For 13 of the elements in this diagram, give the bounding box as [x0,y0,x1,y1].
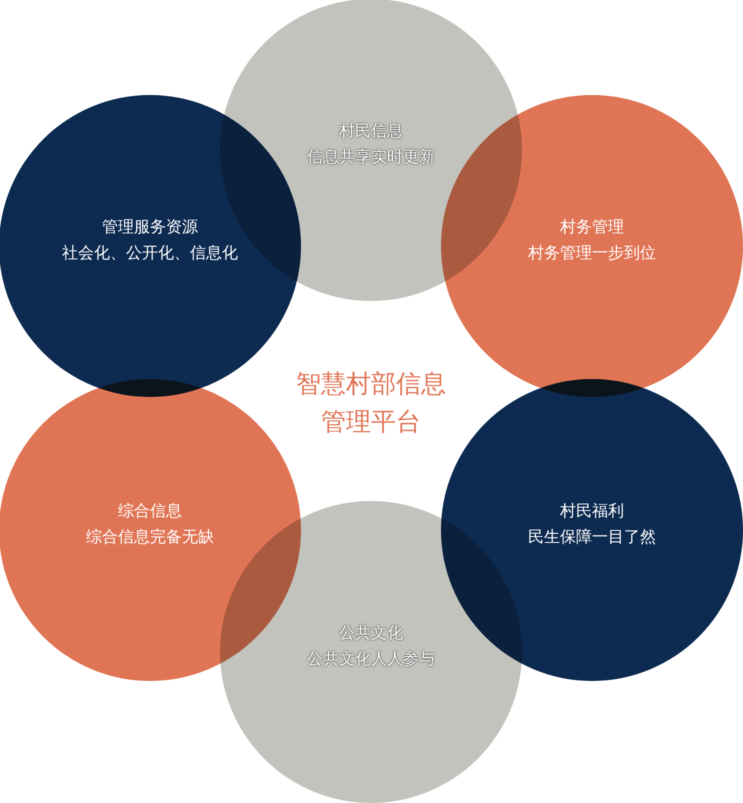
circle-text: 村务管理一步到位 [528,242,656,264]
circle-text: 信息共享实时更新 [307,146,435,168]
circle-text: 综合信息完备无缺 [86,526,214,548]
circle-heading: 公共文化 [339,622,403,644]
circle-text: 公共文化人人参与 [307,648,435,670]
circle-heading: 管理服务资源 [102,216,198,238]
circle-heading: 村民福利 [560,500,624,522]
center-title: 智慧村部信息管理平台 [295,368,447,438]
circle-text: 社会化、公开化、信息化 [62,242,238,264]
circle-heading: 村民信息 [339,120,403,142]
circle-heading: 村务管理 [560,216,624,238]
circle-text: 民生保障一目了然 [528,526,656,548]
circle-heading: 综合信息 [118,500,182,522]
